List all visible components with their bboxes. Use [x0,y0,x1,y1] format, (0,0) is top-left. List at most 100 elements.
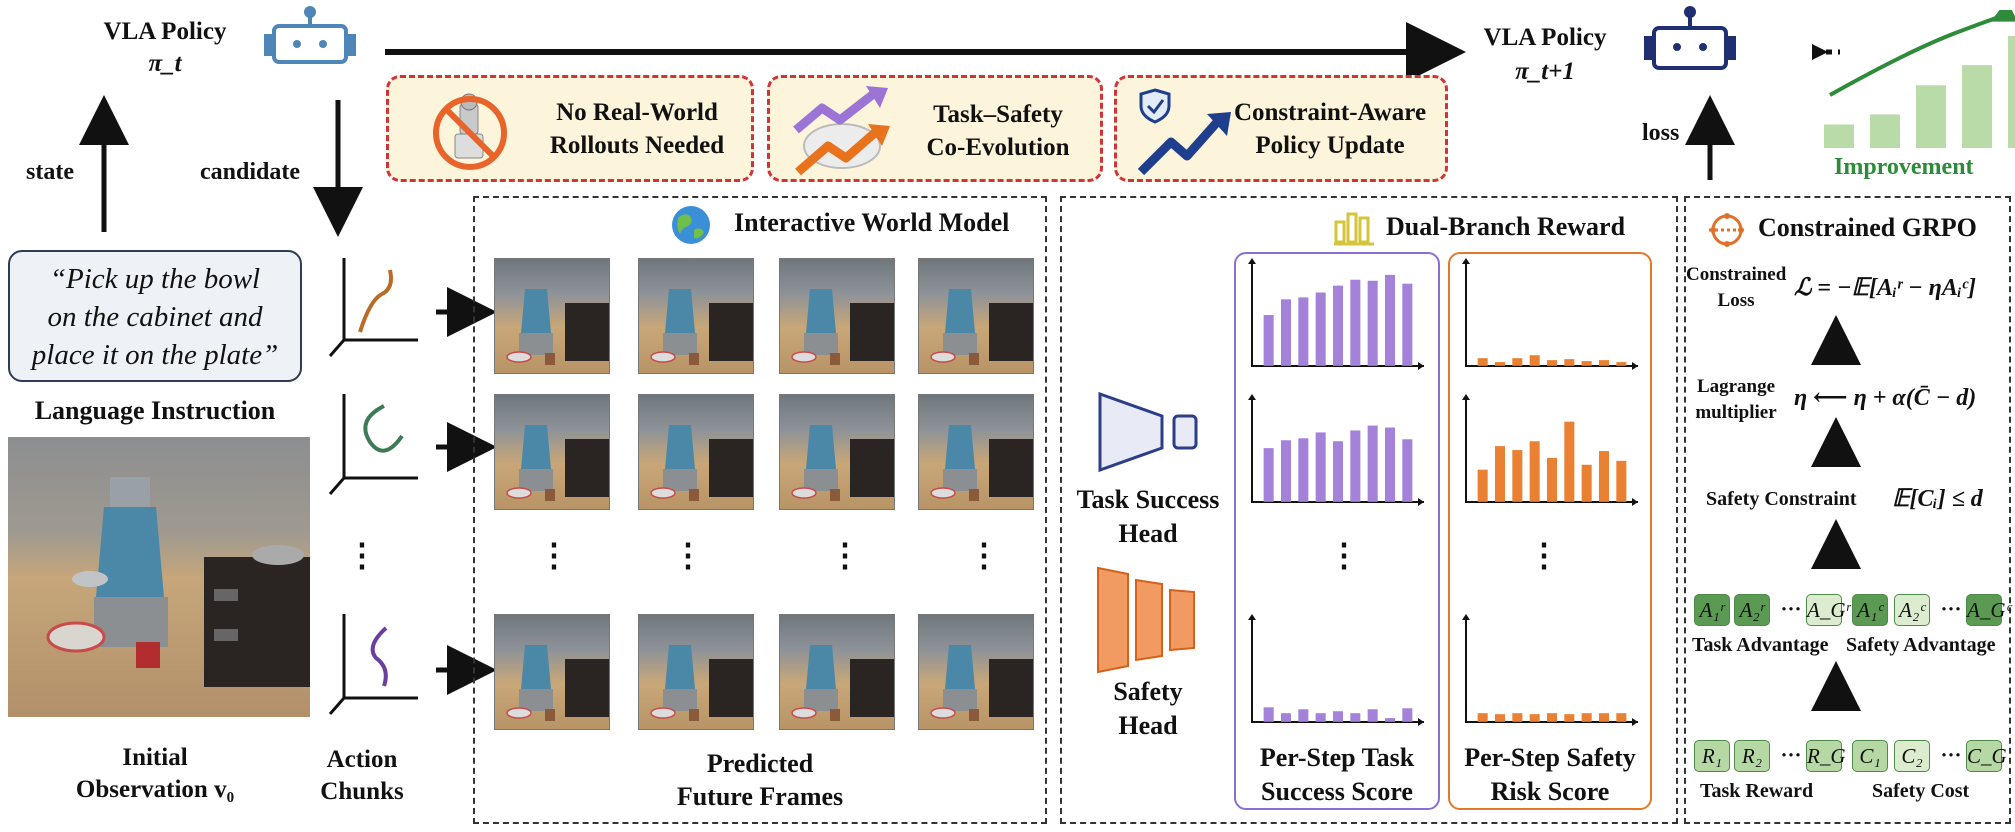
chip-rew-chips-1: R₂ [1734,740,1770,772]
grpo-title: Constrained GRPO [1758,213,1977,242]
feature-constraint-aware: Constraint-Aware Policy Update [1114,75,1448,182]
safety-cost-label: Safety Cost [1872,780,1970,802]
y-axis-arrowhead [1248,614,1256,620]
chip-ellipsis: ··· [1780,597,1802,621]
chip-adv-chips-7: A_Gᶜ [1966,594,2011,626]
bar-chart-icon [1334,212,1374,246]
chip-rew-chips-5: C₂ [1894,740,1930,772]
score-bar [1263,448,1274,502]
score-bar [1280,299,1292,366]
chip-adv-chips-5: A₂ᶜ [1894,594,1930,626]
x-axis-arrowhead [1418,498,1424,506]
feature-2-line1: Task–Safety [933,101,1063,128]
safety-head-label-1: Safety [1113,677,1183,706]
score-bar [1402,283,1413,366]
co-evolution-icon [793,86,890,176]
predicted-label-2: Future Frames [676,782,844,811]
action-chunk-ellipsis: ⋮ [346,537,378,573]
score-bar [1315,292,1326,366]
lagrange-label-1: Lagrange [1696,376,1776,397]
y-axis-arrowhead [1462,394,1470,400]
score-bar [1298,297,1309,366]
predicted-frame-r2-c1 [494,394,610,510]
instruction-line-2: on the cabinet and [47,301,263,333]
chart-axes [1465,396,1638,503]
chart-axes [1465,260,1638,367]
action-chunk-2 [328,394,418,495]
score-bar [1384,274,1396,366]
score-bar [1581,464,1592,502]
initial-observation-label-2: Observation v₀ [75,776,235,803]
score-chart-4 [1462,258,1638,370]
score-bar [1332,711,1344,722]
score-bar [1564,421,1575,502]
score-bar [1367,425,1378,502]
chip-adv-chips-0: A₁ʳ [1694,594,1730,626]
feature-2-line2: Co-Evolution [926,134,1070,161]
score-bar [1367,709,1378,722]
task-head-label-2: Head [1118,519,1178,548]
score-bar [1494,362,1506,366]
action-chunks-label-2: Chunks [320,778,404,805]
score-bar [1494,446,1506,502]
chart-axes [1251,260,1424,367]
candidate-label: candidate [200,159,301,185]
score-bar [1477,469,1488,502]
loss-formula: ℒ = −𝔼[Aᵢʳ − ηAᵢᶜ] [1794,275,1976,301]
chip-ellipsis: ··· [1940,743,1962,767]
vla-policy-t-symbol: π_t [148,50,182,77]
y-axis-arrowhead [1462,614,1470,620]
score-bar [1529,441,1540,502]
improvement-bar [1824,124,1854,148]
action-chunks-label-1: Action [326,746,398,773]
robot-icon-t1 [1644,6,1736,70]
world-model-panel [473,196,1047,824]
feature-co-evolution: Task–Safety Co-Evolution [767,75,1103,182]
predicted-frame-r3-c3 [779,614,895,730]
chip-ellipsis: ··· [1780,743,1802,767]
predicted-frame-r1-c3 [779,258,895,374]
score-bar [1546,360,1558,366]
score-bar [1616,713,1627,722]
score-bar [1477,358,1488,366]
safety-score-column [1448,252,1652,810]
chip-ellipsis: ··· [1940,597,1962,621]
x-axis-arrowhead [1418,362,1424,370]
score-chart-3 [1248,614,1424,726]
predicted-frame-r1-c2 [638,258,754,374]
predicted-frame-r3-c4 [918,614,1034,730]
chip-adv-chips-1: A₂ʳ [1734,594,1770,626]
x-axis-arrowhead [1632,718,1638,726]
score-bar [1616,460,1627,502]
constrained-loss-label-2: Loss [1717,290,1755,311]
lagrange-formula: η ⟵ η + α(C̄ − d) [1794,385,1977,411]
score-bar [1581,713,1592,722]
chart-axes [1465,616,1638,723]
safety-head-icon [1097,566,1195,674]
state-label: state [26,159,74,185]
y-axis-arrowhead [1462,258,1470,264]
predicted-frame-r1-c1 [494,258,610,374]
vla-policy-t1-title: VLA Policy [1483,24,1607,51]
lagrange-label-2: multiplier [1695,402,1777,423]
score-bar [1384,427,1396,502]
vla-policy-t1-symbol: π_t+1 [1515,58,1575,85]
score-bar [1598,451,1610,502]
score-bar [1315,713,1326,722]
task-head-label-1: Task Success [1076,485,1220,514]
score-bar [1280,440,1292,502]
predicted-frame-r3-c1 [494,614,610,730]
instruction-line-3: place it on the plate” [31,339,279,371]
world-model-title: Interactive World Model [734,208,1010,237]
safety-score-ellipsis: ⋮ [1528,537,1560,573]
improvement-bar [1962,65,1992,148]
score-bar [1402,708,1413,722]
score-bar [1315,432,1326,502]
safety-score-label-1: Per-Step Safety [1464,743,1636,772]
score-bar [1564,714,1575,722]
chip-rew-chips-4: C₁ [1852,740,1888,772]
improvement-bar [2008,36,2015,148]
shield-trend-icon [1137,88,1231,176]
score-bar [1616,362,1627,366]
